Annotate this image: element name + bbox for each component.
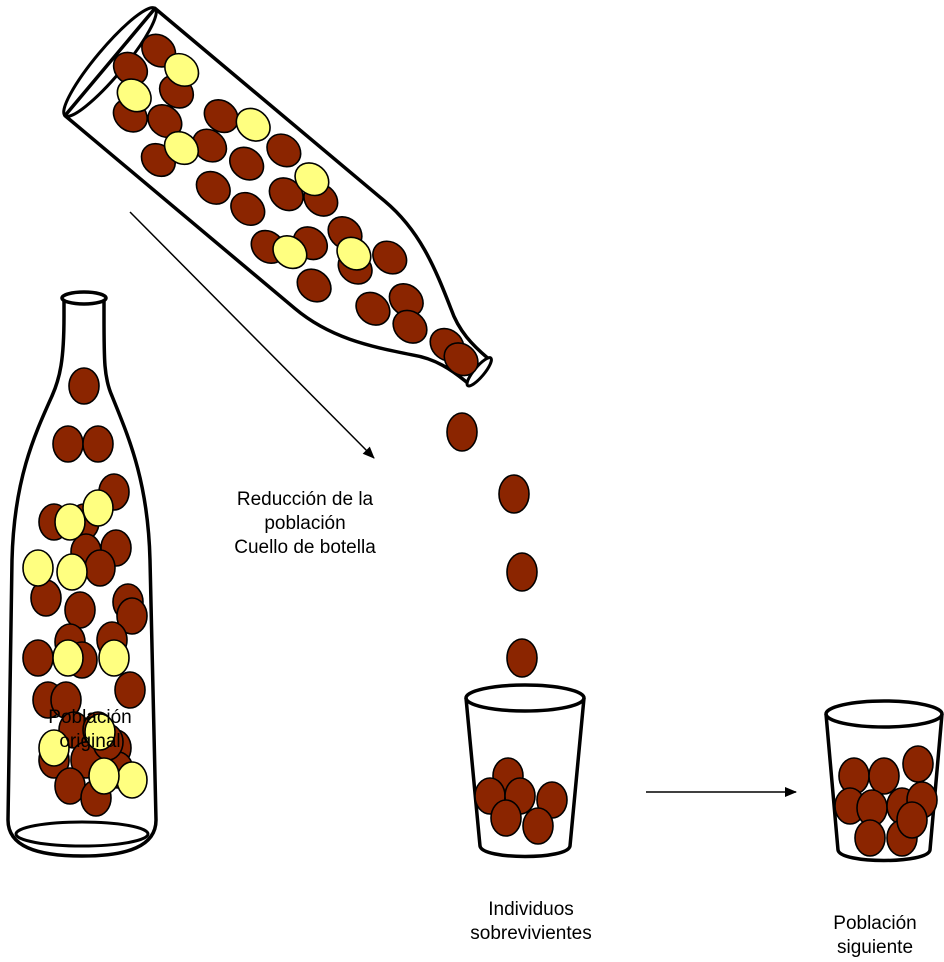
brown-individual: [114, 671, 146, 709]
bottleneck-label-line-1: Reducción de la: [236, 489, 374, 510]
original-bottle-mouth: [60, 290, 108, 306]
yellow-individual: [235, 107, 271, 142]
survivors-label-line-2: sobrevivientes: [470, 923, 592, 944]
yellow-individual: [164, 52, 200, 88]
yellow-individual: [88, 757, 120, 795]
survivors-glass-rim: [464, 683, 586, 713]
yellow-individual: [22, 549, 54, 587]
survivors-glass-outline: [464, 697, 586, 859]
brown-individual: [112, 51, 149, 86]
brown-individual: [82, 425, 114, 463]
yellow-individual: [82, 489, 114, 527]
brown-individual: [498, 474, 530, 514]
brown-individual: [52, 425, 84, 463]
yellow-individual: [294, 162, 330, 197]
survivors-glass: [464, 683, 586, 859]
bottleneck-label-line-2: población: [264, 513, 346, 534]
yellow-individual: [98, 639, 130, 677]
yellow-individual: [163, 130, 200, 166]
brown-individual: [68, 367, 100, 405]
original-label-line-1: Población: [48, 707, 132, 728]
brown-individual: [191, 128, 228, 163]
brown-individual: [195, 170, 231, 205]
brown-individual: [22, 639, 54, 677]
yellow-individual: [116, 761, 148, 799]
next-population-label: Población siguiente: [810, 912, 940, 960]
yellow-individual: [116, 78, 152, 113]
brown-individual: [443, 342, 479, 377]
survivor-individuals: [474, 757, 568, 845]
brown-individual: [355, 291, 391, 326]
original-population-label: Población original: [12, 706, 168, 754]
original-bottle-base: [14, 820, 150, 848]
brown-individual: [506, 638, 538, 678]
brown-individual: [392, 309, 428, 344]
yellow-individual: [336, 236, 372, 271]
brown-individual: [868, 757, 900, 795]
brown-individual: [372, 240, 408, 275]
yellow-individual: [84, 713, 116, 751]
yellow-individual: [54, 503, 86, 541]
yellow-individual: [52, 639, 84, 677]
next-glass-rim: [824, 699, 944, 729]
brown-individual: [388, 283, 424, 318]
brown-individual: [203, 99, 239, 134]
pouring-individuals: [112, 33, 479, 377]
next-glass: [824, 699, 944, 863]
yellow-individual: [38, 729, 70, 767]
survivors-label: Individuos sobrevivientes: [436, 898, 626, 946]
next-label-line-2: siguiente: [836, 937, 914, 958]
falling-individuals: [446, 412, 538, 678]
brown-individual: [229, 146, 265, 181]
yellow-individual: [56, 553, 88, 591]
next-individuals: [834, 745, 938, 857]
yellow-individual: [272, 234, 308, 270]
brown-individual: [896, 801, 928, 839]
brown-individual: [446, 412, 478, 452]
original-bottle-outline: [6, 296, 158, 858]
pouring-bottle: [62, 6, 493, 388]
next-glass-outline: [824, 713, 944, 863]
brown-individual: [506, 552, 538, 592]
brown-individual: [230, 191, 266, 227]
bottleneck-arrow: [129, 211, 375, 459]
next-label-line-1: Población: [833, 913, 917, 934]
brown-individual: [266, 133, 302, 168]
original-bottle: [6, 290, 158, 858]
brown-individual: [296, 268, 332, 303]
brown-individual: [902, 745, 934, 783]
survivors-label-line-1: Individuos: [488, 899, 574, 920]
brown-individual: [116, 597, 148, 635]
brown-individual: [490, 799, 522, 837]
bottleneck-label: Reducción de la población Cuello de bote…: [196, 488, 414, 560]
brown-individual: [522, 807, 554, 845]
original-individuals: [22, 367, 148, 817]
original-label-line-2: original: [59, 731, 121, 752]
brown-individual: [854, 819, 886, 857]
brown-individual: [84, 549, 116, 587]
brown-individual: [64, 591, 96, 629]
bottleneck-label-line-3: Cuello de botella: [234, 537, 376, 558]
